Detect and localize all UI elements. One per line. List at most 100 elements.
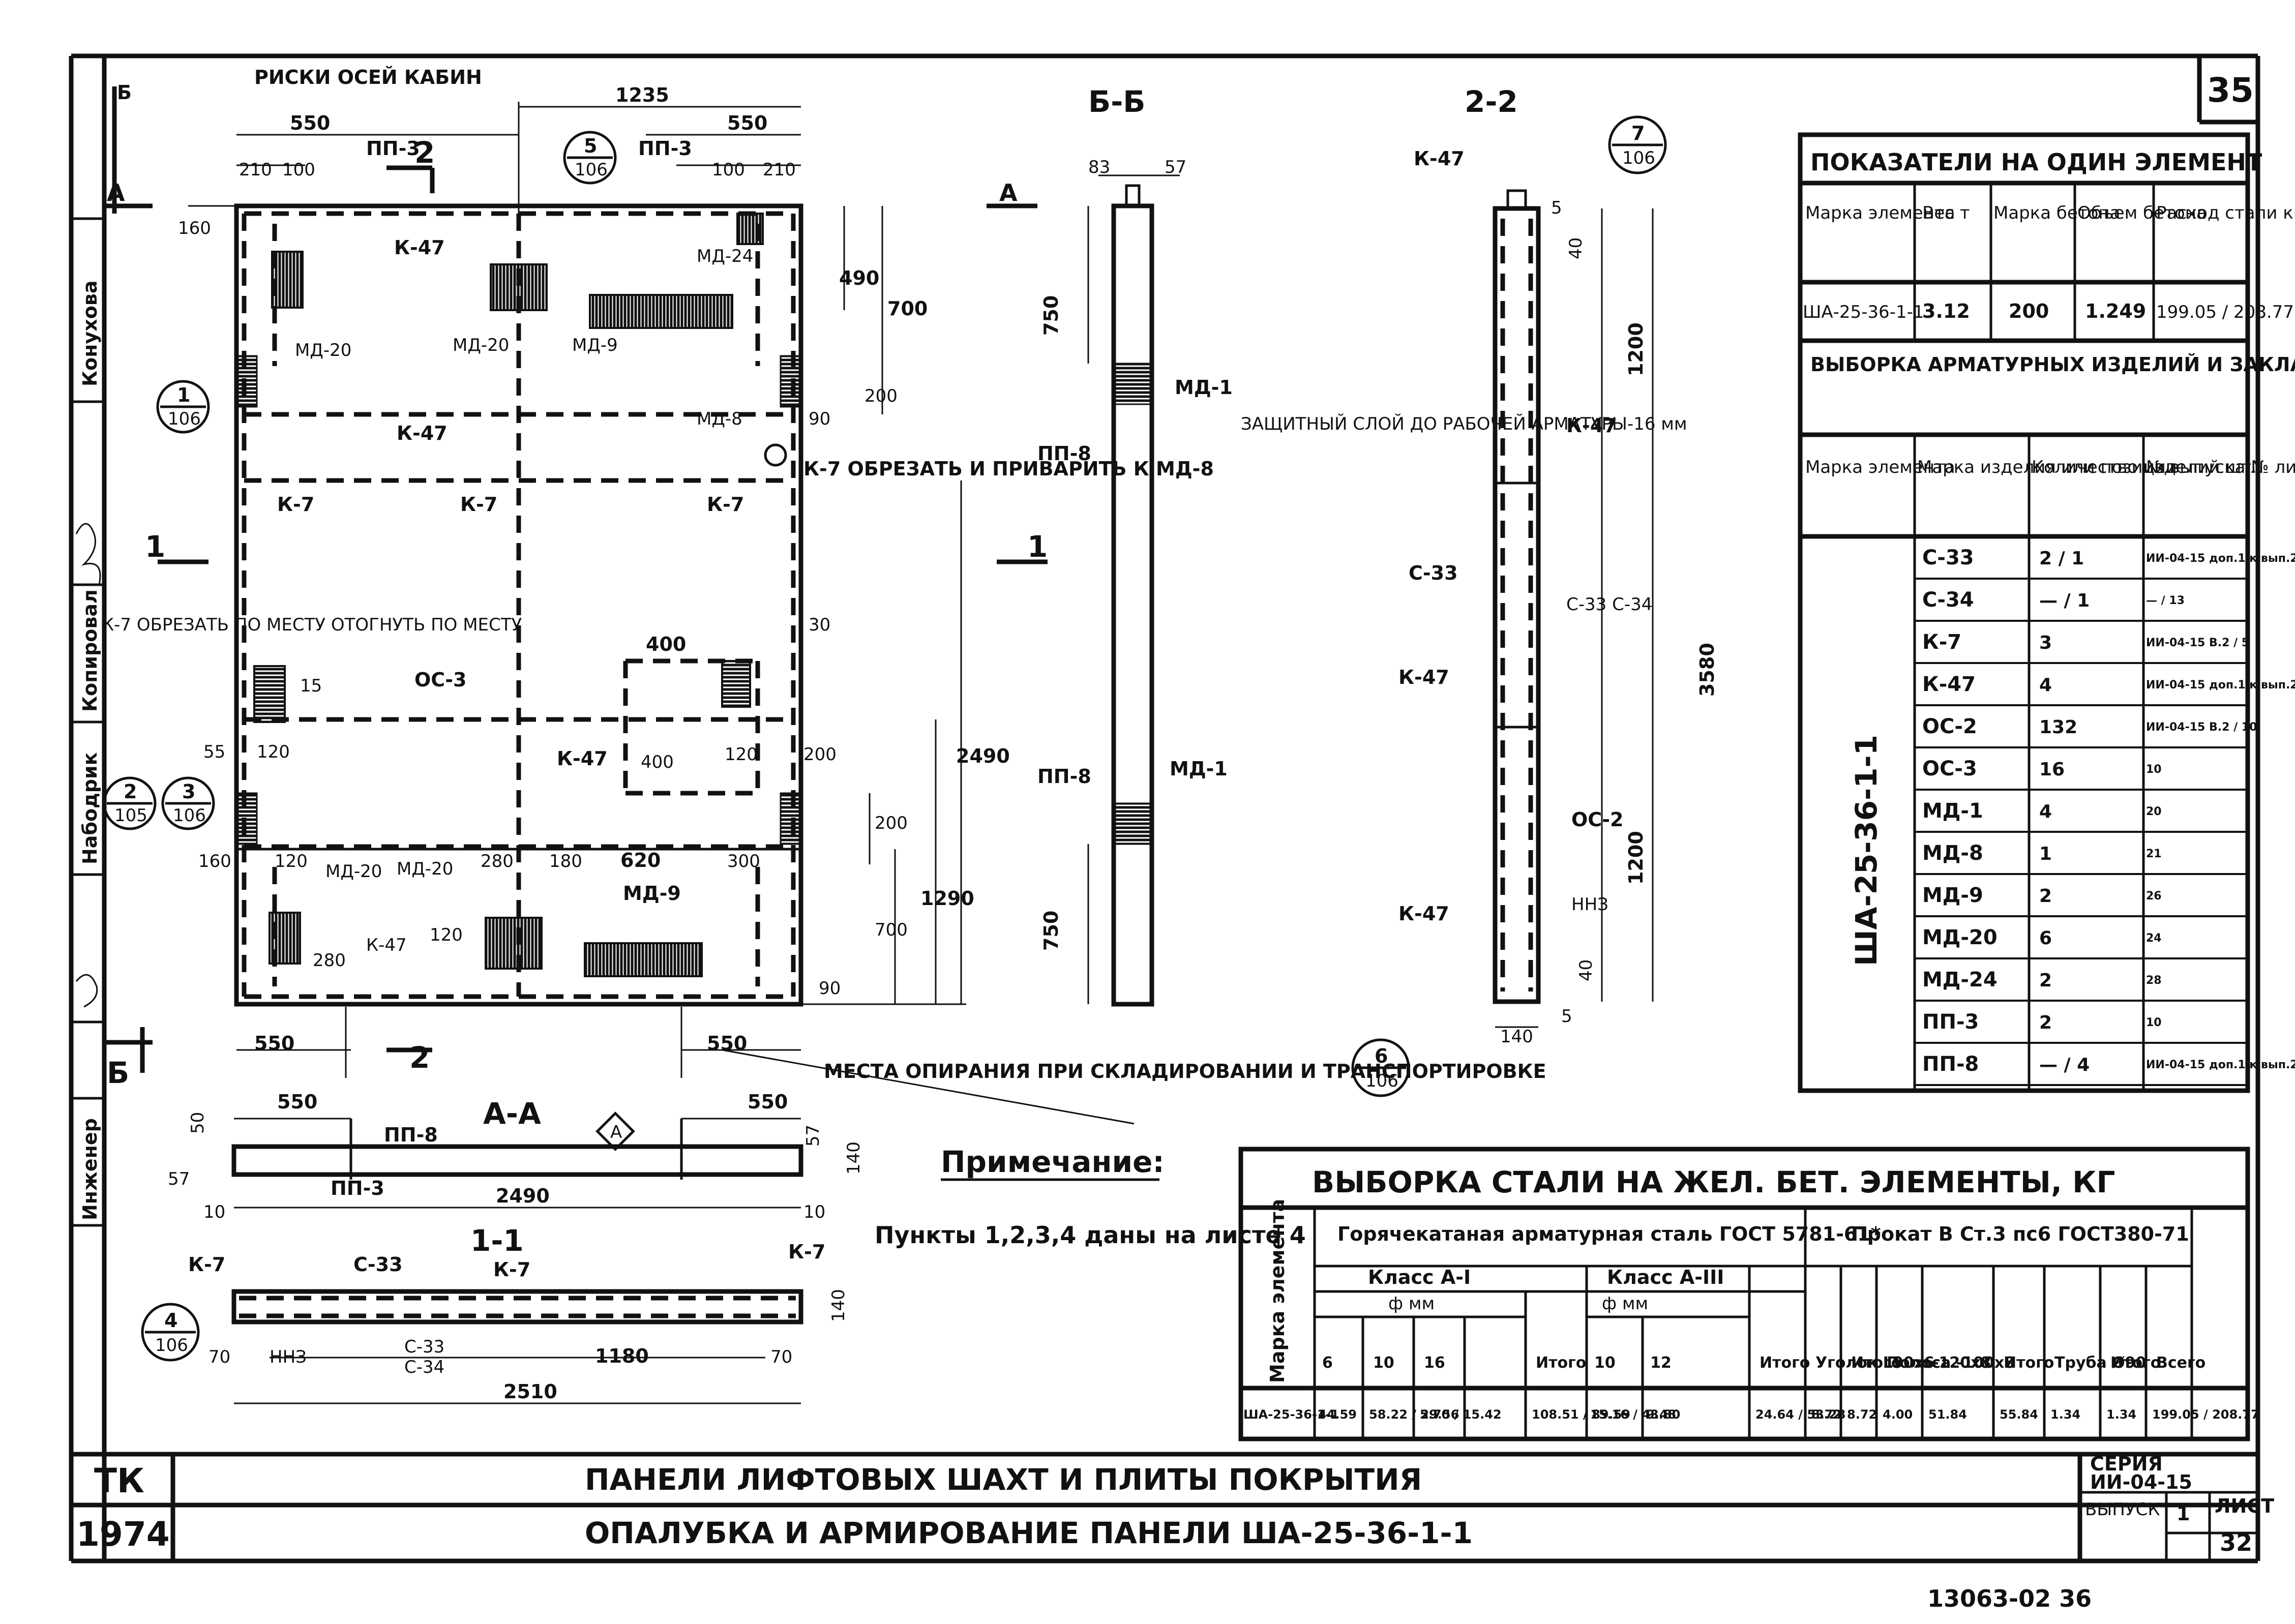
tb-doc-code: 13063-02 36 xyxy=(1927,1585,2092,1612)
sheet-number: 35 xyxy=(2207,71,2254,110)
selection-row: ПП-8— / 4ИИ-04-15 доп.1 к вып.2 / 12 xyxy=(1915,1052,2295,1086)
label-md9: МД-9 xyxy=(623,882,681,905)
dim: 120 xyxy=(257,742,290,762)
svg-text:106: 106 xyxy=(1622,148,1655,168)
label-pp3: ПП-3 xyxy=(366,137,420,160)
label-c33-c34: С-33 С-34 xyxy=(1566,594,1652,615)
plan-note-cut2: К-7 ОБРЕЗАТЬ ПО МЕСТУ ОТОГНУТЬ ПО МЕСТУ xyxy=(102,615,522,635)
dim: 90 xyxy=(809,409,830,429)
svg-text:105: 105 xyxy=(114,805,147,826)
sel-ref: 24 xyxy=(2146,932,2162,945)
sel-ref: 10 xyxy=(2146,763,2162,776)
label-k7: К-7 xyxy=(707,493,744,516)
steel-group2: Прокат В Ст.3 пс6 ГОСТ380-71 xyxy=(1851,1223,2189,1245)
steel-dia: ф мм xyxy=(1602,1294,1648,1314)
dim: 280 xyxy=(481,851,514,871)
sel-mark: МД-20 xyxy=(1922,926,1998,949)
dim: 1235 xyxy=(615,84,669,106)
label-pp3: ПП-3 xyxy=(331,1177,384,1199)
stamp-name-1: Конухова xyxy=(79,281,101,387)
sel-header: Количество изделий шт. xyxy=(2032,457,2257,477)
sel-qty: — / 1 xyxy=(2039,590,2090,611)
label-k47: К-47 xyxy=(1414,147,1465,170)
dim: 90 xyxy=(819,978,841,999)
ind-cell: 199.05 / 208.77 xyxy=(2156,302,2294,322)
dim: 750 xyxy=(1040,911,1062,951)
section-22-title: 2-2 xyxy=(1465,84,1518,119)
dim: 210 xyxy=(763,160,796,180)
selection-rows: С-332 / 1ИИ-04-15 доп.1 к вып.2 / 13С-34… xyxy=(1915,546,2295,1086)
steel-cell: 55.84 xyxy=(2000,1407,2038,1422)
section-aa xyxy=(231,1111,803,1209)
dim: 280 xyxy=(313,950,346,971)
steel-col-head: 16 xyxy=(1424,1354,1445,1372)
label-pp3: ПП-3 xyxy=(638,137,692,160)
plan-labels: ПП-3 ПП-3 К-47 МД-24 МД-20 МД-20 МД-9 МД… xyxy=(277,137,753,955)
steel-col-head: Итого xyxy=(1851,1354,1901,1372)
tb-sheet-value: 32 xyxy=(2220,1529,2252,1556)
section-bb-title: Б-Б xyxy=(1088,84,1146,119)
plan-mark-a: А xyxy=(107,179,125,206)
label-k47: К-47 xyxy=(394,236,445,259)
dim: 30 xyxy=(809,615,830,635)
selection-row: С-34— / 1— / 13 xyxy=(1915,588,2248,622)
plan-note-cut: К-7 ОБРЕЗАТЬ И ПРИВАРИТЬ К МД-8 xyxy=(803,458,1214,480)
label-c33: С-33 xyxy=(404,1337,444,1357)
signature-mark xyxy=(75,974,98,1008)
sel-mark: ПП-8 xyxy=(1922,1052,1979,1076)
dim: 400 xyxy=(641,752,674,772)
dim: 1200 xyxy=(1625,322,1647,376)
plan-mark-a-right: А xyxy=(999,179,1018,206)
dim: 550 xyxy=(727,112,767,134)
dim: 140 xyxy=(828,1289,849,1322)
sel-mark: МД-8 xyxy=(1922,841,1983,865)
section-bb xyxy=(1087,174,1180,1007)
dim: 300 xyxy=(727,851,760,871)
callout-1-106: 1 106 xyxy=(156,380,210,434)
tb-issue-label: ВЫПУСК xyxy=(2085,1499,2160,1520)
sel-ref: ИИ-04-15 В.2 / 10 xyxy=(2146,721,2257,734)
ind-cell: ША-25-36-1-1 xyxy=(1803,302,1924,322)
callout-4-106: 4 106 xyxy=(141,1303,200,1362)
sel-mark: С-33 xyxy=(1922,546,1974,569)
callout-3-106: 3 106 xyxy=(161,776,215,830)
sel-mark: К-7 xyxy=(1922,630,1961,654)
sel-ref: 28 xyxy=(2146,974,2162,987)
steel-cell: 8.72 xyxy=(1811,1407,1841,1422)
steel-col-head: 10 xyxy=(1373,1354,1394,1372)
dim: 5 xyxy=(1561,1006,1572,1027)
sel-mark: С-34 xyxy=(1922,588,1974,612)
steel-cell: 24.64 / 53.28 xyxy=(1755,1407,1845,1422)
steel-cell: 51.84 xyxy=(1928,1407,1967,1422)
dim: 140 xyxy=(1500,1027,1533,1047)
label-c33: С-33 xyxy=(1409,562,1458,584)
indicators-table xyxy=(1798,132,2250,1093)
callout-5-106: 5 106 xyxy=(563,131,617,185)
label-c34: С-34 xyxy=(404,1357,444,1377)
note-title: Примечание: xyxy=(941,1145,1165,1179)
sel-qty: 2 xyxy=(2039,886,2052,907)
label-k47: К-47 xyxy=(1398,903,1449,925)
steel-group1: Горячекатаная арматурная сталь ГОСТ 5781… xyxy=(1337,1223,1881,1245)
label-k47: К-47 xyxy=(1398,666,1449,688)
dim: 40 xyxy=(1566,237,1586,259)
tb-title-2: ОПАЛУБКА И АРМИРОВАНИЕ ПАНЕЛИ ША-25-36-1… xyxy=(585,1516,1473,1550)
dim: 15 xyxy=(300,676,322,696)
sel-header: № выпуска № листа xyxy=(2146,457,2295,477)
section-11 xyxy=(231,1289,803,1404)
dim: 620 xyxy=(620,849,661,871)
dim: 100 xyxy=(712,160,745,180)
plan-mark-1: 1 xyxy=(145,529,165,564)
steel-cell: 4.00 xyxy=(1883,1407,1913,1422)
sel-ref: 26 xyxy=(2146,890,2162,903)
ind-cell: 1.249 xyxy=(2085,300,2146,322)
svg-text:5: 5 xyxy=(584,135,597,157)
dim: 550 xyxy=(748,1091,788,1113)
plan-note-risks: РИСКИ ОСЕЙ КАБИН xyxy=(254,66,482,88)
dim: 550 xyxy=(277,1091,317,1113)
dim: 40 xyxy=(1576,959,1596,981)
label-pp8: ПП-8 xyxy=(1037,765,1091,788)
